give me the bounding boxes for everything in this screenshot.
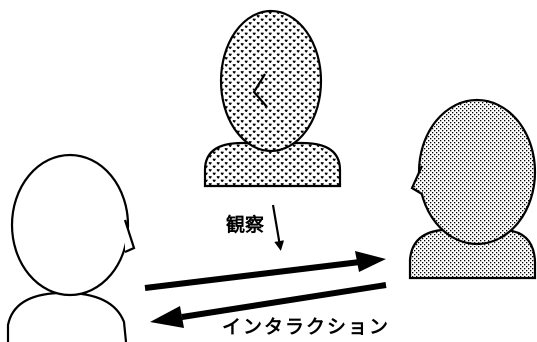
left-person-nose — [123, 219, 136, 254]
observer-body — [203, 141, 342, 188]
right-person-figure — [408, 98, 537, 280]
observation-arrow — [271, 204, 285, 251]
right-person-head — [417, 98, 537, 246]
left-person-body — [6, 291, 128, 342]
observation-label: 観察 — [226, 213, 265, 236]
interaction-arrow-right — [144, 251, 386, 291]
left-person-figure — [6, 153, 136, 342]
observer-nose — [252, 73, 268, 108]
observer-figure — [203, 9, 342, 188]
observer-head — [219, 9, 323, 153]
interaction-label: インタラクション — [222, 316, 390, 338]
right-person-nose — [410, 165, 424, 195]
left-person-head — [10, 153, 130, 297]
interaction-arrow-left — [150, 282, 387, 328]
